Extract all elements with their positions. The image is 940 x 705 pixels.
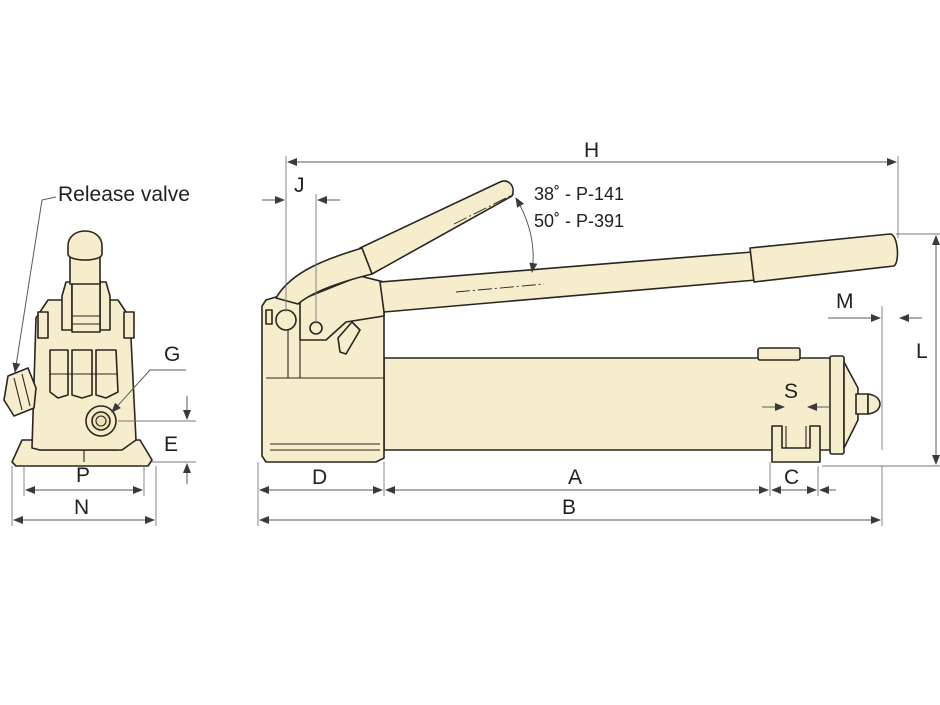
n-dimension: N <box>11 466 157 526</box>
reservoir-tube <box>383 357 833 451</box>
m-dimension: M <box>828 290 922 450</box>
head-slot <box>265 309 273 325</box>
end-cap-dome <box>843 361 859 449</box>
angle-label-p141: 38˚ - P-141 <box>534 184 624 204</box>
angle-label-p391: 50˚ - P-391 <box>534 211 624 231</box>
latch-lever <box>337 321 361 355</box>
release-valve-callout: Release valve <box>12 183 190 373</box>
raised-handle-neck <box>275 247 373 305</box>
side-view <box>261 180 899 463</box>
release-valve-knob <box>3 367 37 417</box>
p-label: P <box>76 464 90 487</box>
release-valve-label: Release valve <box>58 183 190 206</box>
fill-cap <box>757 347 801 361</box>
j-label: J <box>294 174 305 197</box>
c-label: C <box>784 466 799 489</box>
level-handle <box>379 251 757 313</box>
b-dimension: B <box>259 496 881 524</box>
d-label: D <box>312 466 327 489</box>
g-label: G <box>164 343 180 366</box>
d-a-c-dimensions: D A C <box>257 462 883 526</box>
h-dimension: H <box>285 139 899 312</box>
e-dimension: E <box>118 396 196 484</box>
h-label: H <box>584 139 599 162</box>
j-dimension: J <box>262 174 340 324</box>
end-view-right-lug <box>123 311 135 339</box>
end-view <box>3 230 153 467</box>
g-port-bore <box>91 411 111 431</box>
end-cap-plug <box>867 393 881 415</box>
p-dimension: P <box>23 464 145 496</box>
handle-grip <box>749 233 899 283</box>
s-label: S <box>784 380 798 403</box>
g-callout: G <box>111 343 186 413</box>
mounting-bracket <box>771 425 821 463</box>
n-label: N <box>74 496 89 519</box>
end-view-yoke-right <box>99 281 111 331</box>
end-cap-nut <box>855 393 869 415</box>
l-label: L <box>916 340 928 363</box>
b-label: B <box>562 496 576 519</box>
m-label: M <box>836 290 854 313</box>
end-view-yoke-left <box>61 281 73 331</box>
raised-handle <box>359 180 514 275</box>
end-view-left-lug <box>37 311 49 339</box>
e-label: E <box>164 433 178 456</box>
angle-annotation: 38˚ - P-141 50˚ - P-391 <box>515 184 624 273</box>
end-view-handle-end <box>67 230 103 261</box>
a-label: A <box>568 466 582 489</box>
l-dimension: L <box>822 233 940 467</box>
s-dimension: S <box>762 380 830 411</box>
end-cap-flange <box>829 355 845 455</box>
pivot-pin <box>275 309 297 331</box>
